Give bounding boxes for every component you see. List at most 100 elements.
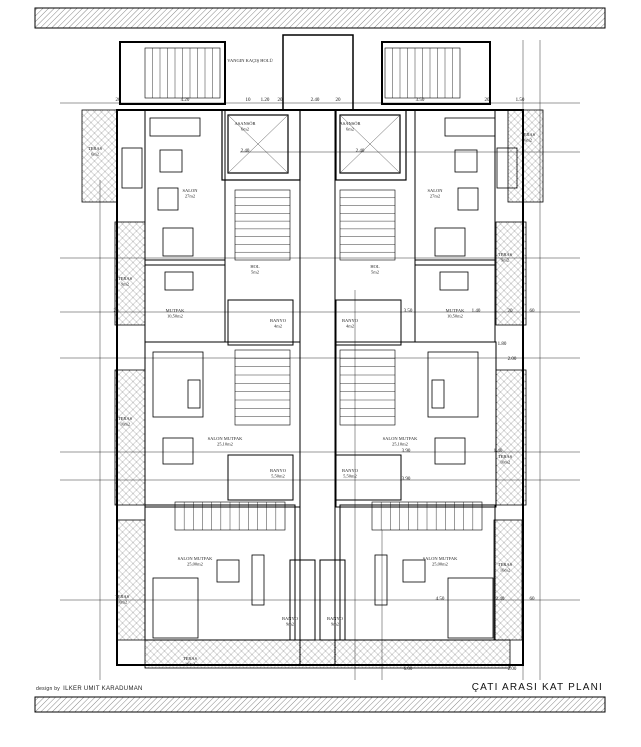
elevator-cross [339, 114, 401, 174]
furniture-item [434, 437, 466, 465]
terrace [81, 109, 118, 203]
room-label: MUTFAK [166, 308, 185, 313]
furniture [121, 117, 518, 639]
room-area: 9m2 [286, 622, 294, 627]
furniture-item [164, 271, 194, 291]
terraces [81, 109, 544, 669]
wall [339, 504, 496, 641]
furniture-item [159, 149, 183, 173]
room-area: 16m2 [500, 568, 510, 573]
wall [119, 41, 226, 105]
furniture-item [187, 379, 201, 409]
room-area: 10m2 [117, 600, 127, 605]
walls [60, 34, 580, 680]
dimension-label: 4.20 [181, 98, 190, 103]
furniture-item [152, 577, 199, 639]
elevator-cross [227, 114, 289, 174]
wall [414, 259, 496, 266]
wall [381, 41, 491, 105]
dimension-label: 1.20 [261, 98, 270, 103]
room-label: HOL [250, 264, 259, 269]
furniture-item [152, 351, 204, 418]
dimension-label: 60 [530, 597, 536, 602]
room-label: TERAS [115, 594, 130, 599]
wall [144, 259, 226, 266]
room-label: BANYO [282, 616, 299, 621]
stair [339, 189, 396, 261]
furniture-item [402, 559, 426, 583]
room-label: BANYO [270, 318, 287, 323]
room-label: TERAS [118, 276, 133, 281]
dimension-label: 20 [336, 98, 342, 103]
wall [335, 299, 402, 346]
room-area: 10m2 [120, 422, 130, 427]
room-area: 5m2 [371, 270, 379, 275]
room-area: 25,00m2 [187, 562, 203, 568]
room-label: TERAS [498, 252, 513, 257]
elevator-shaft [227, 114, 289, 174]
wall [335, 341, 497, 508]
credit-prefix: design by [36, 686, 61, 692]
wall [144, 341, 301, 508]
terrace [493, 519, 523, 641]
room-area: 4m2 [274, 324, 282, 329]
dimension-label: 20 [508, 309, 514, 314]
stair [339, 349, 396, 426]
wall [227, 454, 294, 501]
stair [234, 349, 291, 426]
room-area: 6m2 [241, 127, 249, 132]
furniture-item [121, 147, 143, 189]
dimension-label: 4.50 [436, 597, 445, 602]
furniture-item [427, 351, 479, 418]
room-label: SALON MUTFAK [423, 556, 459, 561]
room-label: BANYO [342, 468, 359, 473]
dimension-label: 20 [116, 98, 122, 103]
dimension-label: 20 [114, 309, 120, 314]
room-label: TERAS [498, 454, 513, 459]
terrace [116, 519, 146, 641]
dimension-label: 20 [485, 98, 491, 103]
room-area: 6m2 [346, 127, 354, 132]
furniture-item [496, 147, 518, 189]
furniture-item [431, 379, 445, 409]
dimension-label: 60 [530, 309, 536, 314]
dimension-label: 2.40 [356, 149, 365, 154]
room-area: 5m2 [251, 270, 259, 275]
room-area: 9m2 [501, 258, 509, 263]
designer-name: ILKER UMIT KARADUMAN [63, 686, 143, 692]
title-block-bands [34, 7, 606, 713]
room-label: TERAS [498, 562, 513, 567]
wall [335, 109, 407, 181]
furniture-item [149, 117, 201, 137]
room-area: 16m2 [185, 662, 195, 667]
wall [221, 109, 301, 181]
drawing-title: ÇATI ARASI KAT PLANI [471, 682, 603, 693]
furniture-item [162, 437, 194, 465]
dimension-label: 3.50 [404, 309, 413, 314]
room-area: 9m2 [331, 622, 339, 627]
room-label: SALON MUTFAK [208, 436, 244, 441]
elevator-shaft [339, 114, 401, 174]
dimension-label: 2.00 [508, 667, 517, 672]
dimension-label: 3.50 [416, 98, 425, 103]
wall [335, 454, 402, 501]
stair [234, 189, 291, 261]
room-labels: VANGIN KAÇIŞ HOLÜASANSÖR6m2ASANSÖR6m2SAL… [88, 58, 536, 667]
room-area: 10,50m2 [167, 314, 183, 320]
dimension-label: 2.40 [311, 98, 320, 103]
room-area: 4m2 [346, 324, 354, 329]
room-area: 6m2 [91, 152, 99, 157]
dimension-label: 2.40 [241, 149, 250, 154]
terrace [495, 221, 527, 326]
room-label: BANYO [327, 616, 344, 621]
terrace [114, 221, 146, 326]
room-label: MUTFAK [446, 308, 465, 313]
furniture-item [454, 149, 478, 173]
furniture-item [444, 117, 496, 137]
room-label: SALON [427, 188, 443, 193]
room-area: 25,10m2 [217, 442, 233, 448]
furniture-item [457, 187, 479, 211]
room-label: SALON MUTFAK [178, 556, 214, 561]
